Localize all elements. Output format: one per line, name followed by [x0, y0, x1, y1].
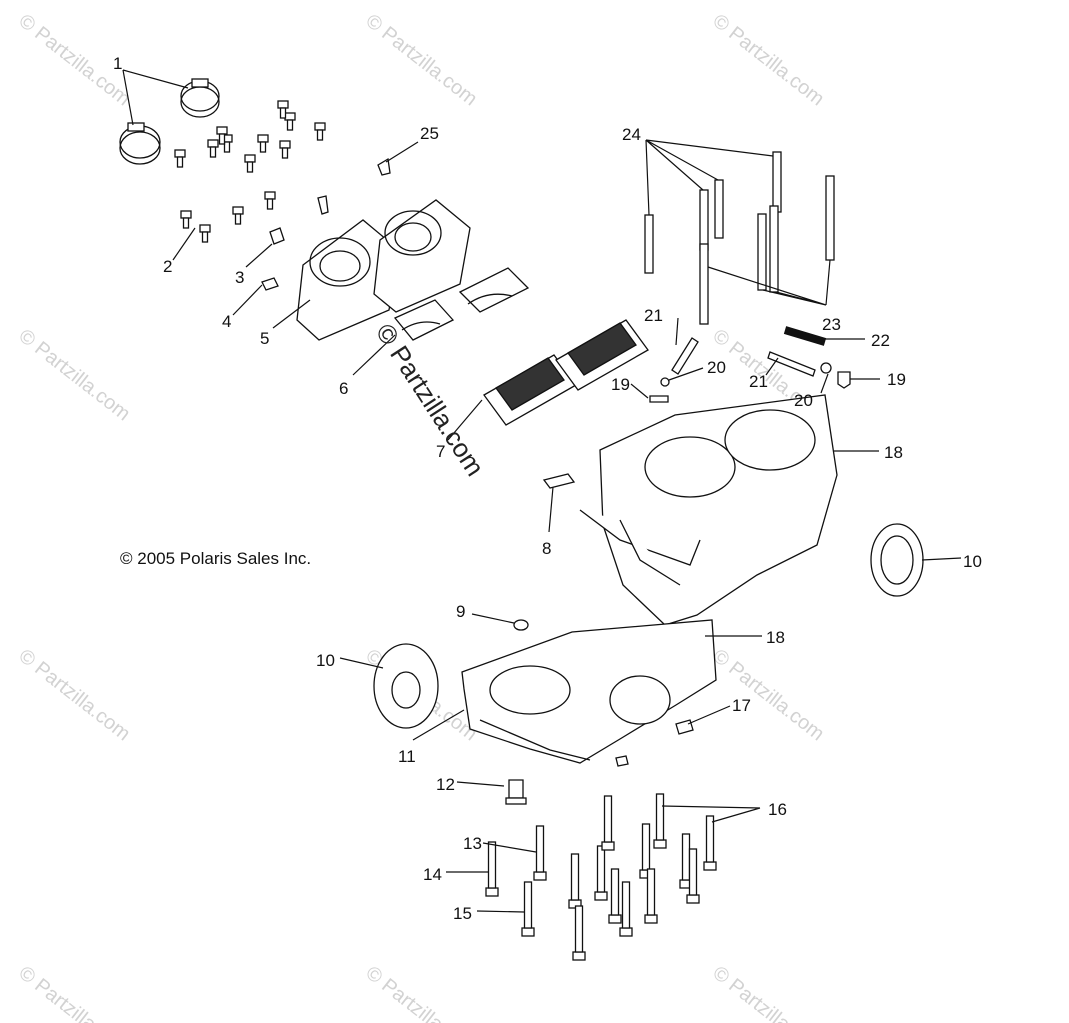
callout-3: 3: [235, 268, 244, 287]
bolt: [244, 154, 256, 173]
bolt: [207, 139, 219, 158]
callout-17: 17: [732, 696, 751, 715]
callout-22: 22: [871, 331, 890, 350]
copyright-notice: © 2005 Polaris Sales Inc.: [120, 549, 312, 568]
callout-18: 18: [884, 443, 903, 462]
tube: [767, 351, 816, 377]
upper-crankcase: [579, 394, 838, 626]
callout-labels: 1 2 3 4 5 6 7 8 9 10 10 11 12 13 14 15 1…: [113, 54, 982, 923]
clamp-clip: [261, 277, 279, 291]
bolt: [653, 793, 667, 849]
callout-19: 19: [887, 370, 906, 389]
intake-flange: [296, 199, 471, 341]
bolt: [284, 112, 296, 131]
bolt: [521, 881, 535, 937]
cable-clip: [269, 227, 285, 245]
fitting: [649, 395, 669, 403]
callout-1: 1: [113, 54, 122, 73]
callout-25: 25: [420, 124, 439, 143]
lower-crankcase: [461, 619, 717, 764]
callout-21: 21: [644, 306, 663, 325]
callout-4: 4: [222, 312, 231, 331]
callout-8: 8: [542, 539, 551, 558]
callout-20: 20: [794, 391, 813, 410]
bracket: [377, 157, 391, 176]
callout-14: 14: [423, 865, 442, 884]
elbow-fitting: [542, 473, 576, 489]
crank-seal: [870, 523, 924, 597]
callout-2: 2: [163, 257, 172, 276]
parts-drawing: [119, 78, 924, 961]
callout-13: 13: [463, 834, 482, 853]
callout-5: 5: [260, 329, 269, 348]
bolt: [232, 206, 244, 225]
bolt: [180, 210, 192, 229]
callout-23: 23: [822, 315, 841, 334]
reed-valve: [483, 319, 649, 426]
bolt: [264, 191, 276, 210]
bolt: [257, 134, 269, 153]
washer: [513, 619, 529, 631]
fitting: [837, 371, 851, 389]
reed-stuffer: [458, 267, 530, 313]
plug: [675, 719, 694, 735]
spring: [783, 326, 827, 346]
bolt: [508, 779, 524, 799]
crank-seal: [373, 643, 439, 729]
callout-20: 20: [707, 358, 726, 377]
reed-stuffer: [393, 299, 455, 341]
bolt: [594, 845, 608, 901]
bolt: [533, 825, 547, 881]
callout-9: 9: [456, 602, 465, 621]
callout-24: 24: [622, 125, 641, 144]
bolt: [199, 224, 211, 243]
callout-10: 10: [316, 651, 335, 670]
bolt: [485, 841, 499, 897]
bolt: [572, 905, 586, 961]
callout-18: 18: [766, 628, 785, 647]
callout-7: 7: [436, 442, 445, 461]
bolt: [314, 122, 326, 141]
callout-10: 10: [963, 552, 982, 571]
bolt: [279, 140, 291, 159]
tube: [671, 337, 699, 375]
callout-21: 21: [749, 372, 768, 391]
bolt: [703, 815, 717, 871]
callout-11: 11: [398, 747, 416, 766]
bolt: [174, 149, 186, 168]
callout-6: 6: [339, 379, 348, 398]
callout-12: 12: [436, 775, 455, 794]
bolt: [619, 881, 633, 937]
studs: [644, 151, 835, 325]
leader-lines: [122, 69, 962, 913]
bolt: [568, 853, 582, 909]
bolt: [601, 795, 615, 851]
bolt: [608, 868, 622, 924]
callout-19: 19: [611, 375, 630, 394]
callout-15: 15: [453, 904, 472, 923]
callout-16: 16: [768, 800, 787, 819]
